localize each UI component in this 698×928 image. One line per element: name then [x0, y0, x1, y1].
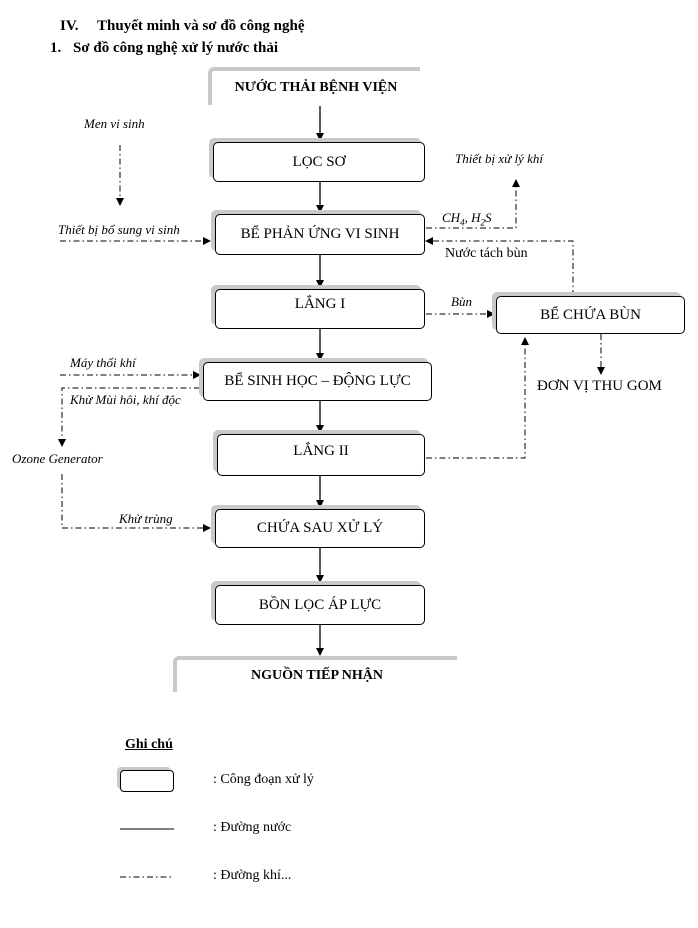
box-chua-sau-xu-ly-label: CHỨA SAU XỬ LÝ — [256, 520, 384, 536]
dash-lang2-bun — [426, 337, 529, 459]
banner-destination: NGUỒN TIẾP NHẬN — [173, 656, 457, 692]
dash-khu-mui — [58, 387, 200, 447]
box-lang-2: LẮNG II — [217, 434, 425, 476]
legend-title: Ghi chú — [125, 737, 173, 752]
box-loc-so: LỌC SƠ — [213, 142, 425, 182]
box-be-chua-bun: BỂ CHỨA BÙN — [496, 296, 685, 334]
box-be-sinh-hoc: BỂ SINH HỌC – ĐỘNG LỰC — [203, 362, 432, 401]
box-be-sinh-hoc-label: BỂ SINH HỌC – ĐỘNG LỰC — [224, 373, 411, 389]
subsection-title: Sơ đồ công nghệ xử lý nước thải — [73, 40, 279, 56]
box-chua-sau-xu-ly: CHỨA SAU XỬ LÝ — [215, 509, 425, 548]
section-number: IV. — [60, 18, 79, 34]
h2s-s-text: S — [484, 210, 492, 225]
label-thiet-bi-bo-sung: Thiết bị bổ sung vi sinh — [58, 222, 180, 237]
box-lang-1-label: LẮNG I — [294, 296, 346, 312]
banner-source-label: NƯỚC THẢI BỆNH VIỆN — [234, 80, 398, 95]
section-title: Thuyết minh và sơ đồ công nghệ — [97, 18, 305, 34]
dash-khi-thai — [426, 179, 520, 229]
box-bon-loc-label: BỒN LỌC ÁP LỰC — [258, 596, 382, 613]
label-thiet-bi-xu-ly-khi: Thiết bị xử lý khí — [455, 151, 543, 166]
dash-nuoc-tach-bun — [425, 237, 574, 296]
banner-source: NƯỚC THẢI BỆNH VIỆN — [208, 67, 420, 105]
banner-destination-label: NGUỒN TIẾP NHẬN — [251, 668, 383, 683]
legend-water-label: : Đường nước — [213, 820, 292, 835]
legend-process-label: : Công đoạn xử lý — [213, 772, 314, 787]
box-lang-2-label: LẮNG II — [293, 443, 349, 459]
box-be-phan-ung-label: BỂ PHẢN ỨNG VI SINH — [240, 226, 400, 242]
box-bon-loc: BỒN LỌC ÁP LỰC — [215, 585, 425, 625]
box-loc-so-label: LỌC SƠ — [292, 153, 346, 170]
label-khu-mui: Khử Mùi hôi, khí độc — [70, 392, 181, 407]
label-khu-trung: Khử trùng — [119, 511, 173, 526]
h2s-subscript: 2 — [480, 217, 485, 228]
label-bun: Bùn — [451, 294, 472, 309]
h2s-h-text: , H — [464, 210, 481, 225]
label-men-vi-sinh: Men vi sinh — [84, 116, 145, 131]
subsection-number: 1. — [50, 40, 62, 56]
dash-khu-trung — [61, 474, 211, 532]
box-be-chua-bun-label: BỂ CHỨA BÙN — [540, 306, 641, 323]
label-nuoc-tach-bun: Nước tách bùn — [445, 246, 528, 261]
box-be-phan-ung: BỂ PHẢN ỨNG VI SINH — [215, 214, 425, 255]
label-ch4-h2s: CH4, H2S — [442, 210, 491, 228]
legend-process-box — [120, 770, 174, 792]
label-don-vi-thu-gom: ĐƠN VỊ THU GOM — [537, 378, 662, 394]
label-may-thoi-khi: Máy thổi khí — [70, 355, 136, 370]
legend-gas-label: : Đường khí... — [213, 868, 292, 883]
label-ozone: Ozone Generator — [12, 451, 103, 466]
ch4-subscript: 4 — [460, 217, 465, 228]
box-lang-1: LẮNG I — [215, 289, 425, 329]
ch4-text: CH — [442, 210, 461, 225]
